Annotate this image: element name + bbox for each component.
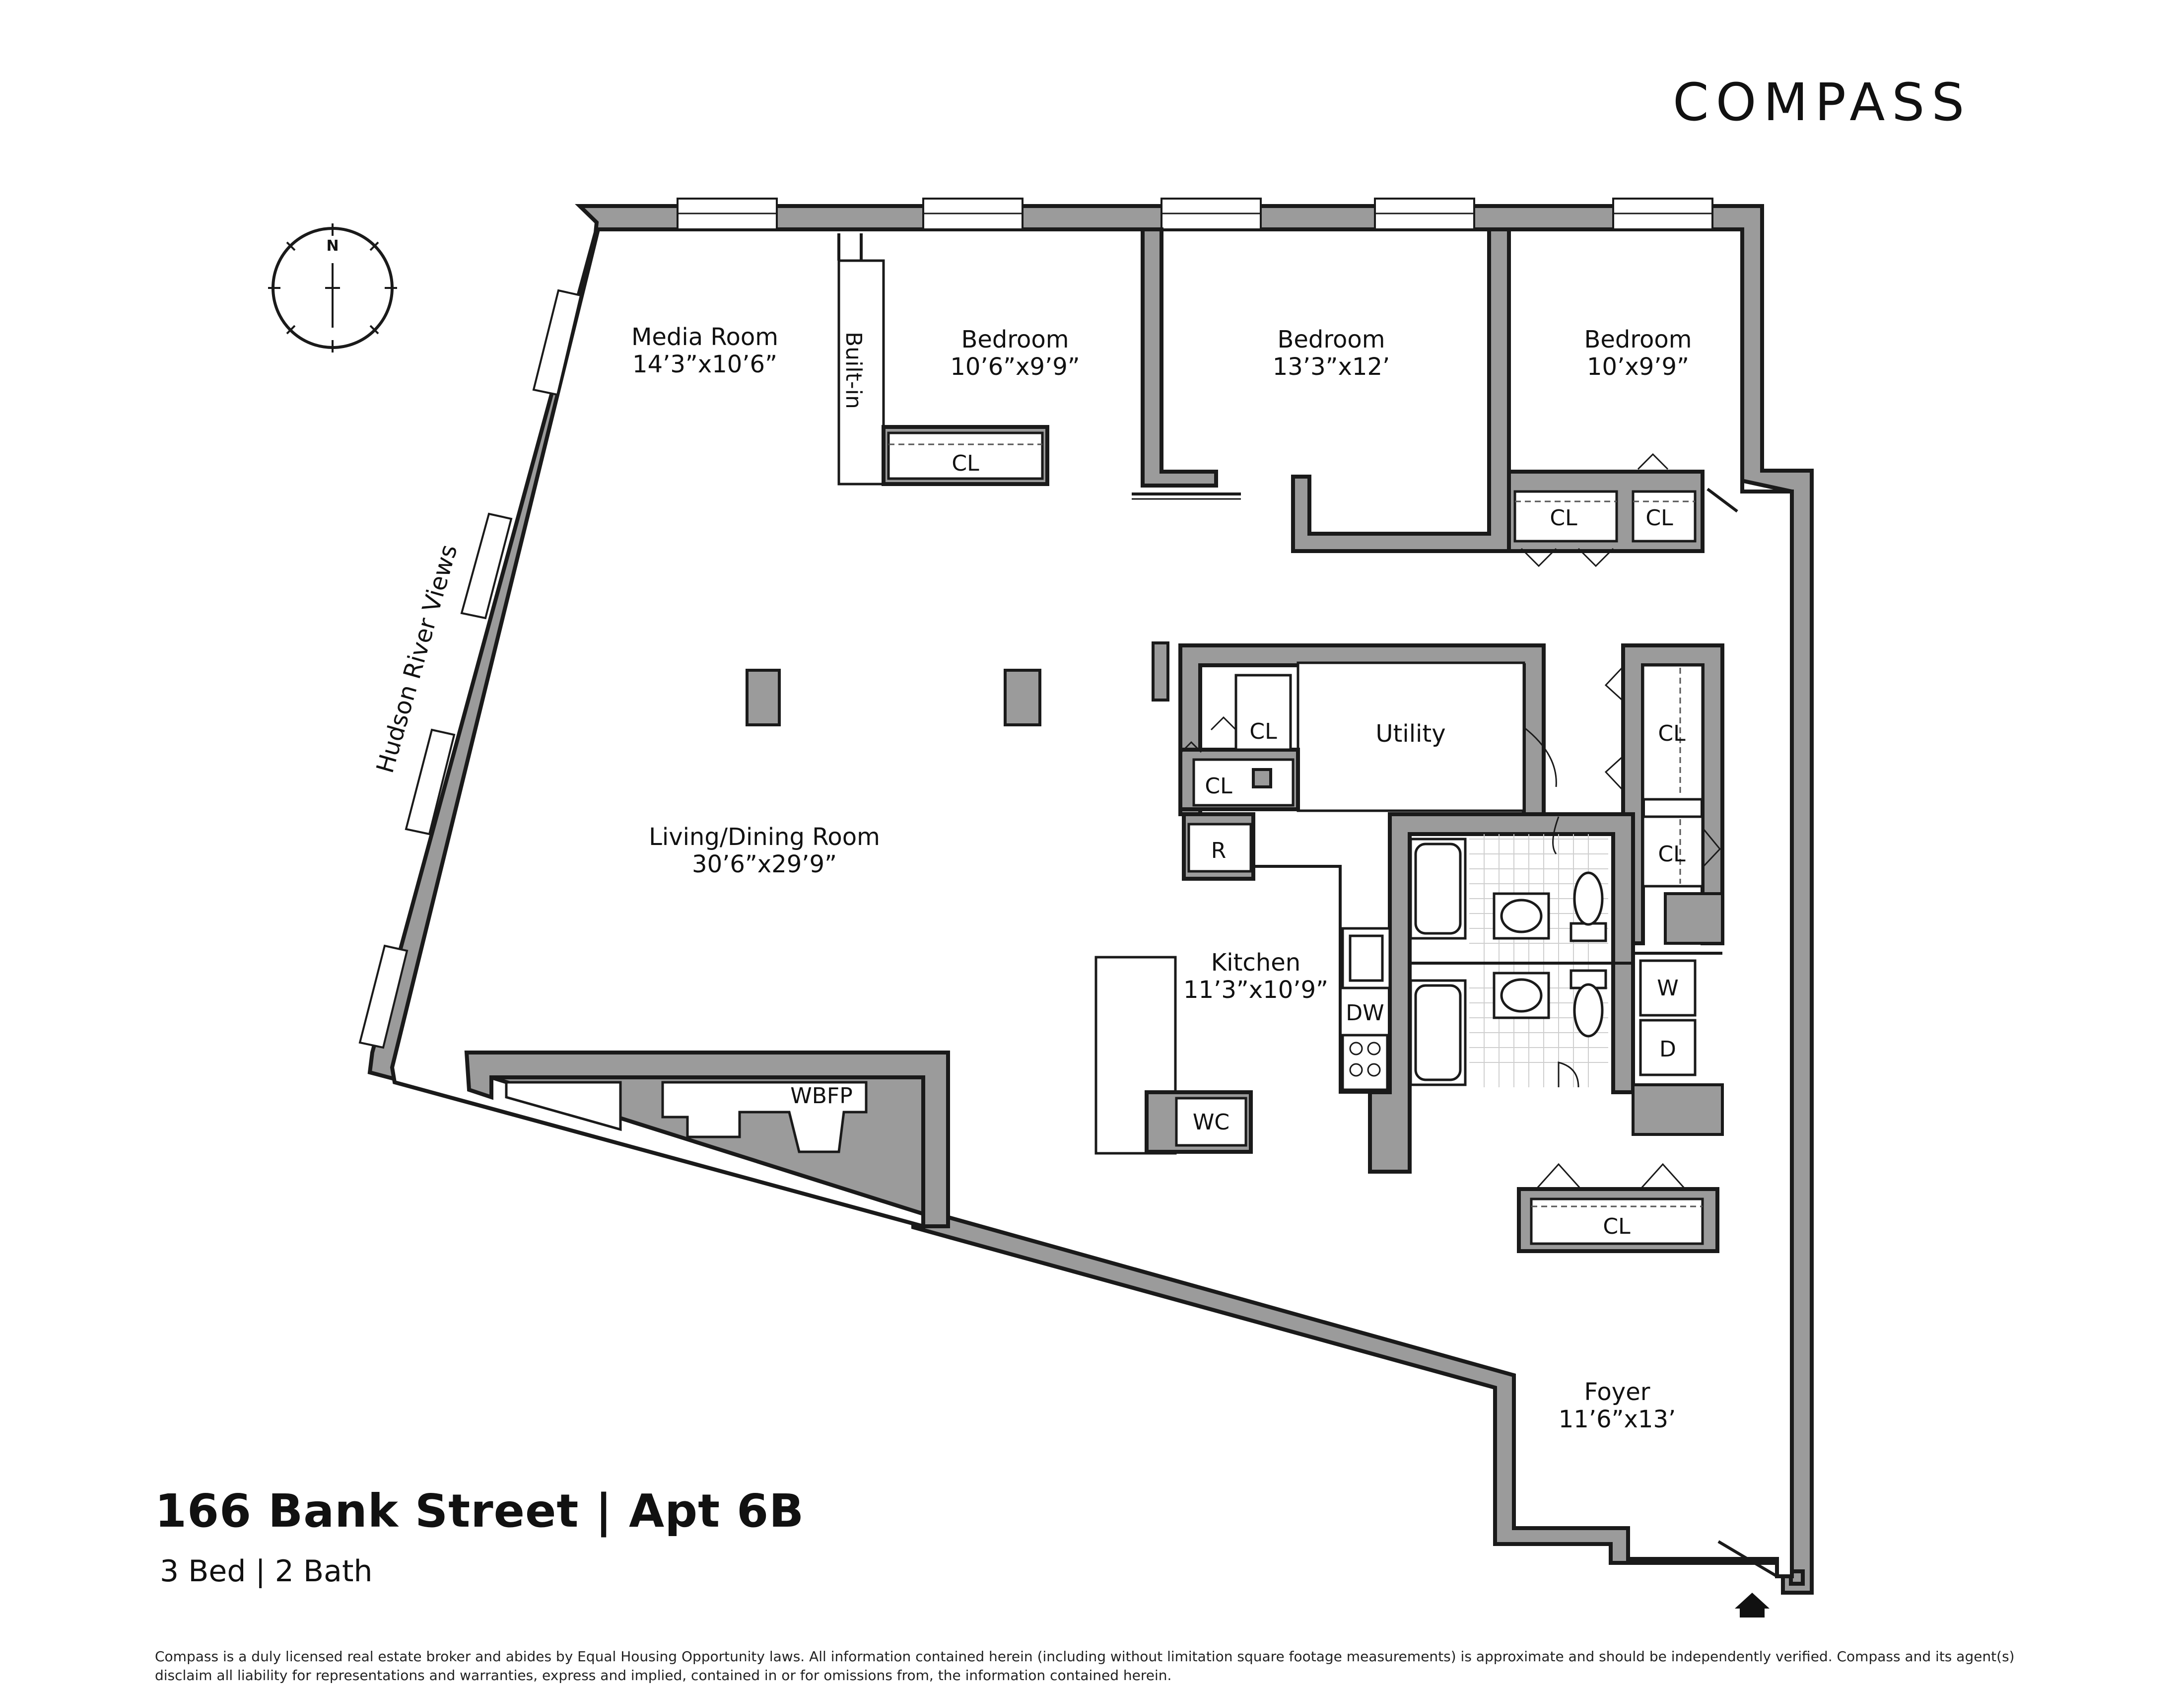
top-windows xyxy=(677,198,1713,230)
kitchen: R DW WC xyxy=(1094,812,1391,1155)
closet-label: CL xyxy=(1645,505,1673,531)
media-room-name: Media Room xyxy=(631,323,778,351)
dishwasher-label: DW xyxy=(1346,1000,1384,1026)
listing-subtitle: 3 Bed | 2 Bath xyxy=(160,1554,373,1589)
north-label: N xyxy=(326,237,339,255)
column xyxy=(1004,669,1041,726)
bedroom2-wall xyxy=(1141,227,1218,488)
kitchen-name: Kitchen xyxy=(1211,949,1300,977)
bedroom1-closet: CL xyxy=(882,425,1049,486)
column xyxy=(1152,641,1169,702)
logo-text: COMPASS xyxy=(1673,74,1971,129)
living-room-name: Living/Dining Room xyxy=(649,823,880,851)
dryer-label: D xyxy=(1659,1037,1676,1062)
west-windows xyxy=(358,289,582,1049)
bedroom3-name: Bedroom xyxy=(1584,326,1692,353)
bedroom2-dims: 13’3”x12’ xyxy=(1273,353,1390,381)
north-compass-icon: N xyxy=(268,223,397,352)
entry-door xyxy=(1717,1540,1778,1578)
living-room-dims: 30’6”x29’9” xyxy=(692,850,837,878)
closet-label: CL xyxy=(1658,721,1686,746)
fireplace-label: WBFP xyxy=(790,1083,853,1109)
core-closets: CL CL xyxy=(1178,674,1300,811)
foyer-closet: CL xyxy=(1517,1163,1719,1253)
utility-label: Utility xyxy=(1375,720,1445,748)
bedroom1-name: Bedroom xyxy=(961,326,1069,353)
legal-disclaimer: Compass is a duly licensed real estate b… xyxy=(155,1648,2015,1684)
bathrooms xyxy=(1368,812,1635,1174)
compass-logo: COMPASS xyxy=(1673,74,1971,129)
bedroom3-dims: 10’x9’9” xyxy=(1587,353,1689,381)
laundry: W D xyxy=(1632,952,1724,1136)
column xyxy=(746,669,781,726)
closet-label: CL xyxy=(952,451,979,476)
entry-arrow-icon xyxy=(1735,1593,1770,1618)
bedroom1-dims: 10’6”x9’9” xyxy=(950,353,1080,381)
closet-label: CL xyxy=(1205,774,1232,799)
fireplace: WBFP xyxy=(464,1051,950,1228)
listing-title: 166 Bank Street | Apt 6B xyxy=(155,1484,805,1538)
utility-room: Utility xyxy=(1297,661,1557,812)
washer-label: W xyxy=(1657,976,1679,1001)
closet-label: CL xyxy=(1550,505,1577,531)
bedroom2-name: Bedroom xyxy=(1277,326,1385,353)
kitchen-dims: 11’3”x10’9” xyxy=(1183,976,1328,1004)
builtin-label: Built-in xyxy=(841,332,866,409)
wine-cooler-label: WC xyxy=(1193,1110,1229,1135)
bedroom2-back-wall xyxy=(1291,227,1511,553)
closet-label: CL xyxy=(1603,1214,1631,1239)
built-in-cabinet: Built-in xyxy=(837,233,885,486)
right-closets: CL CL xyxy=(1604,664,1724,945)
foyer-name: Foyer xyxy=(1584,1378,1650,1406)
foyer-dims: 11’6”x13’ xyxy=(1559,1406,1676,1433)
closet-label: CL xyxy=(1249,719,1277,744)
floor-area xyxy=(390,227,1794,1578)
closet-label: CL xyxy=(1658,842,1686,867)
bedroom3-closets: CL CL xyxy=(1507,453,1738,567)
room-labels: Media Room 14’3”x10’6” Bedroom 10’6”x9’9… xyxy=(631,323,1692,1433)
media-room-dims: 14’3”x10’6” xyxy=(632,351,777,378)
refrigerator-label: R xyxy=(1211,838,1227,863)
